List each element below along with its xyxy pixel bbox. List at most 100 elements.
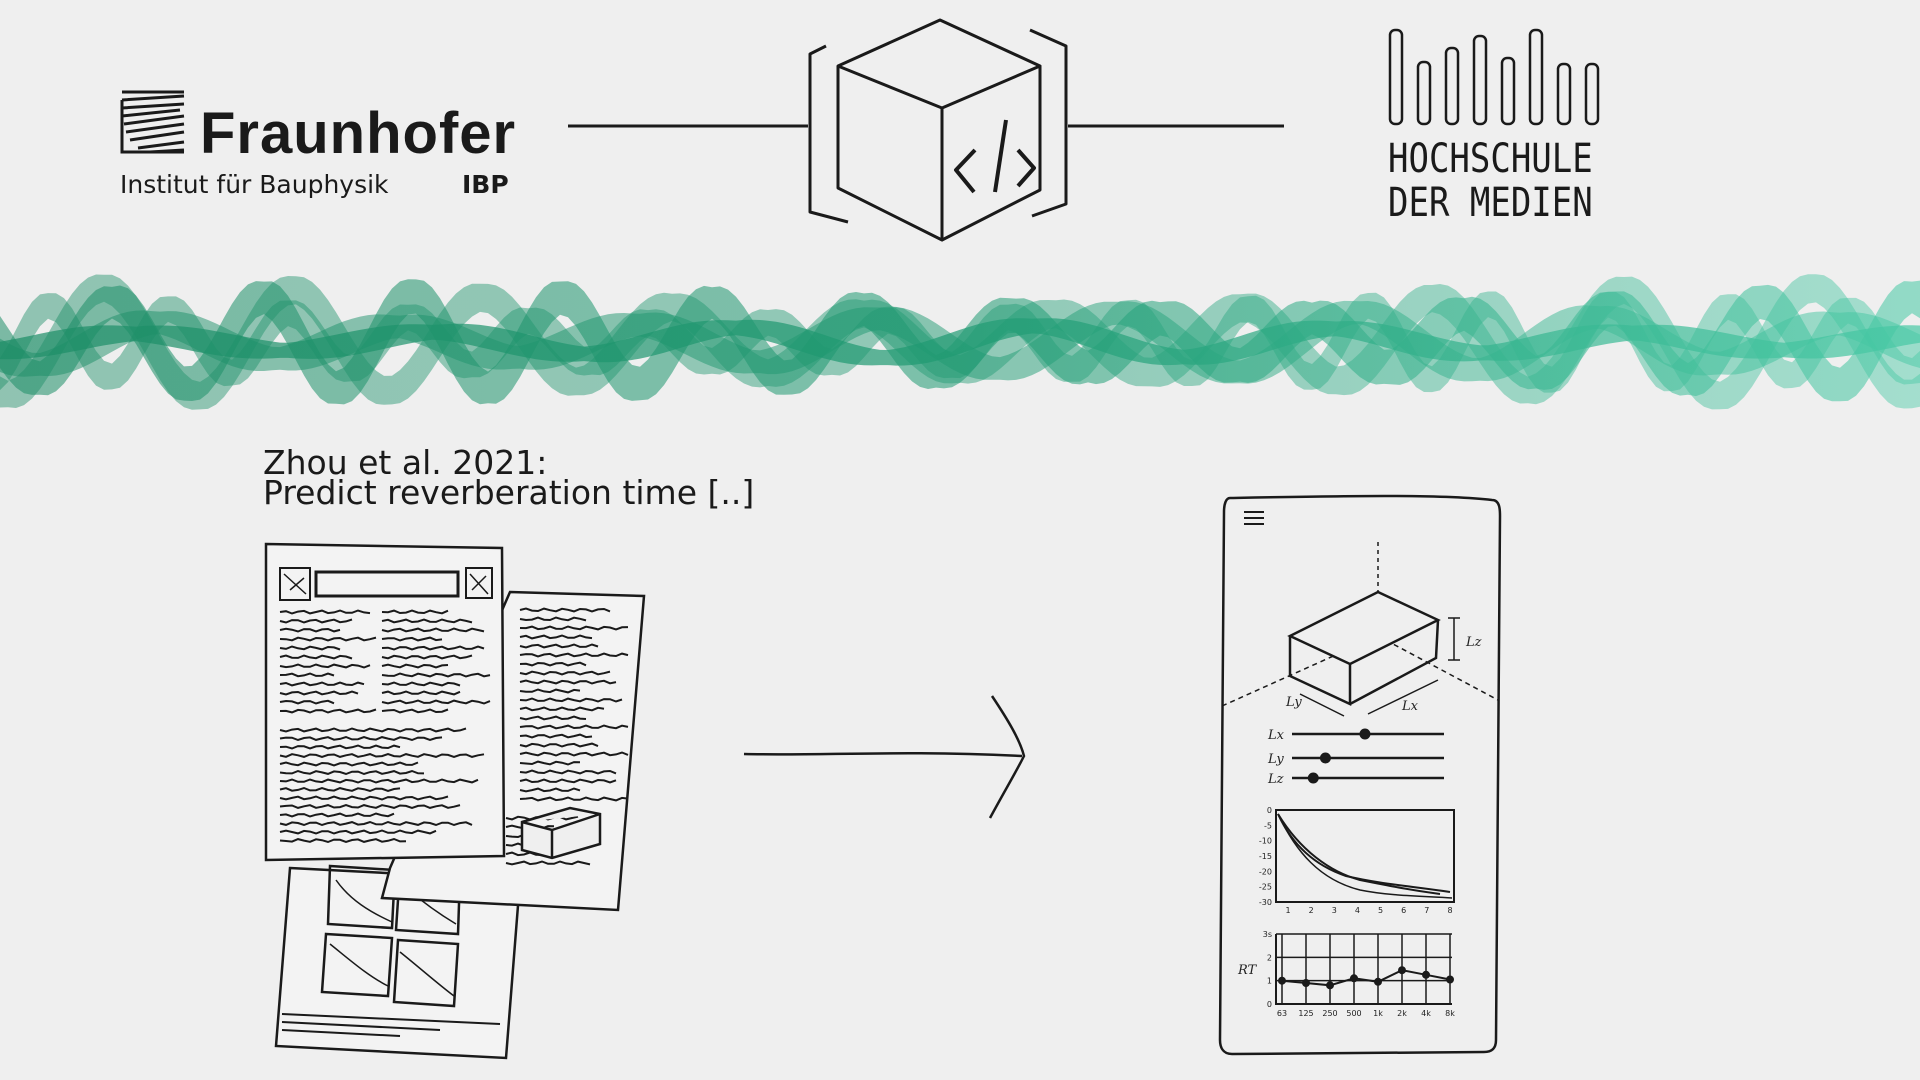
paper-text-line bbox=[279, 778, 479, 784]
paper-text-line bbox=[505, 860, 591, 866]
paper-text-line bbox=[279, 645, 341, 651]
rt-x-tick: 250 bbox=[1322, 1009, 1337, 1018]
rt-point bbox=[1350, 974, 1358, 983]
decay-x-tick: 6 bbox=[1401, 906, 1406, 915]
paper-text-line bbox=[279, 803, 461, 810]
process-arrow bbox=[743, 695, 1026, 819]
research-papers-sketch bbox=[264, 542, 646, 1060]
paper-text-line bbox=[279, 735, 443, 742]
decay-curve bbox=[1277, 813, 1453, 899]
paper-text-line bbox=[279, 663, 371, 669]
decay-y-tick: -25 bbox=[1259, 883, 1272, 892]
decay-y-tick: -10 bbox=[1259, 837, 1272, 846]
fraunhofer-name: Fraunhofer bbox=[200, 101, 517, 166]
slider-label: Lz bbox=[1267, 772, 1284, 787]
rt-x-tick: 4k bbox=[1421, 1009, 1431, 1018]
wave-layer bbox=[0, 318, 1920, 366]
rt-point bbox=[1446, 975, 1454, 984]
paper-text-line bbox=[519, 607, 611, 613]
decay-x-tick: 8 bbox=[1447, 906, 1452, 915]
paper-text-line bbox=[519, 724, 629, 730]
paper-text-line bbox=[519, 760, 581, 766]
paper-text-line bbox=[279, 636, 377, 642]
rt-y-tick: 0 bbox=[1267, 1000, 1272, 1009]
room-box-3d bbox=[1287, 590, 1441, 666]
rt-y-tick: 1 bbox=[1267, 977, 1272, 986]
hdm-logo-bars bbox=[1388, 28, 1600, 126]
rt-point bbox=[1326, 981, 1334, 990]
rt-y-tick: 3s bbox=[1263, 930, 1272, 939]
paper-text-line bbox=[381, 672, 491, 678]
citation-line-2: Predict reverberation time [..] bbox=[263, 473, 755, 512]
paper-text-line bbox=[381, 690, 461, 696]
paper-text-line bbox=[381, 645, 485, 651]
paper-text-line bbox=[279, 829, 437, 835]
hamburger-menu-icon[interactable] bbox=[1244, 511, 1264, 525]
slider-thumb[interactable] bbox=[1359, 728, 1371, 740]
decay-x-tick: 4 bbox=[1355, 906, 1360, 915]
decay-y-tick: -5 bbox=[1264, 821, 1272, 830]
box-dimension-label: Lx bbox=[1401, 699, 1419, 714]
code-cube-icon bbox=[808, 18, 1068, 242]
citation-line-1: Zhou et al. 2021: bbox=[263, 443, 548, 482]
rt-x-tick: 63 bbox=[1277, 1009, 1287, 1018]
slider-thumb[interactable] bbox=[1319, 752, 1331, 764]
slider-thumb[interactable] bbox=[1307, 772, 1319, 784]
paper-text-line bbox=[381, 699, 491, 705]
rt-y-label: RT bbox=[1237, 963, 1258, 978]
paper-text-line bbox=[519, 751, 629, 757]
paper-text-line bbox=[279, 654, 353, 660]
paper-text-line bbox=[519, 697, 623, 703]
paper-text-line bbox=[381, 654, 473, 660]
paper-text-line bbox=[381, 681, 461, 687]
paper-text-line bbox=[519, 625, 629, 631]
paper-text-line bbox=[381, 663, 449, 669]
wave-layer bbox=[0, 274, 1920, 410]
decay-y-tick: -20 bbox=[1259, 867, 1272, 876]
paper-text-line bbox=[519, 706, 605, 712]
rt-x-tick: 500 bbox=[1346, 1009, 1361, 1018]
paper-text-line bbox=[279, 727, 467, 733]
paper-text-line bbox=[519, 688, 581, 694]
paper-text-line bbox=[279, 786, 401, 793]
fraunhofer-logo-mark bbox=[120, 90, 185, 154]
rt-point bbox=[1398, 966, 1406, 975]
decay-curve bbox=[1277, 813, 1451, 893]
rt-x-tick: 125 bbox=[1298, 1009, 1313, 1018]
paper-text-line bbox=[279, 769, 425, 776]
slider-label: Lx bbox=[1267, 728, 1285, 743]
decay-x-tick: 3 bbox=[1332, 906, 1337, 915]
decay-y-tick: -30 bbox=[1259, 898, 1272, 907]
rt-point bbox=[1302, 979, 1310, 987]
paper-text-line bbox=[519, 715, 587, 721]
paper-text-line bbox=[519, 796, 629, 802]
rt-y-tick: 2 bbox=[1267, 953, 1272, 962]
paper-text-line bbox=[279, 627, 341, 633]
decay-y-tick: 0 bbox=[1267, 806, 1272, 815]
paper-text-line bbox=[279, 672, 335, 678]
fraunhofer-subtitle: Institut für Bauphysik bbox=[120, 170, 389, 199]
decay-y-tick: -15 bbox=[1259, 852, 1272, 861]
rt-point bbox=[1422, 970, 1430, 979]
paper-text-line bbox=[519, 733, 593, 739]
paper-text-line bbox=[519, 670, 611, 676]
decay-x-tick: 5 bbox=[1378, 906, 1383, 915]
rt-x-tick: 8k bbox=[1445, 1009, 1455, 1018]
paper-text-line bbox=[279, 690, 359, 696]
paper-text-line bbox=[279, 812, 395, 818]
paper-text-line bbox=[519, 742, 599, 748]
decay-x-tick: 1 bbox=[1285, 906, 1290, 915]
paper-text-line bbox=[381, 627, 485, 633]
paper-text-line bbox=[381, 609, 449, 615]
rt-line bbox=[1281, 969, 1451, 987]
rt-point bbox=[1374, 977, 1382, 986]
paper-text-line bbox=[279, 820, 473, 827]
paper-text-line bbox=[519, 769, 617, 775]
paper-text-line bbox=[279, 837, 407, 844]
rt-x-tick: 1k bbox=[1373, 1009, 1383, 1018]
rt-x-tick: 2k bbox=[1397, 1009, 1407, 1018]
rt-point bbox=[1278, 976, 1286, 985]
decay-x-tick: 7 bbox=[1424, 906, 1429, 915]
